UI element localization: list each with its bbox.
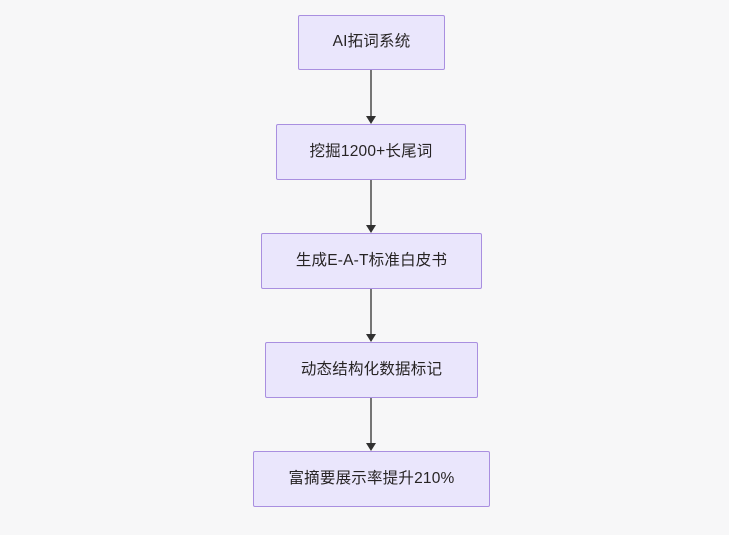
flow-node-label: 挖掘1200+长尾词 <box>309 142 433 160</box>
flow-edge-line <box>370 289 372 335</box>
flow-node-ai-expansion-system[interactable]: AI拓词系统 <box>298 15 445 70</box>
flow-node-generate-eat-whitepaper[interactable]: 生成E-A-T标准白皮书 <box>261 233 482 289</box>
flow-node-mine-longtail-keywords[interactable]: 挖掘1200+长尾词 <box>276 124 466 180</box>
flow-node-rich-snippet-impression-uplift[interactable]: 富摘要展示率提升210% <box>253 451 490 507</box>
flow-node-label: AI拓词系统 <box>332 33 411 51</box>
arrow-head-icon <box>366 116 376 124</box>
arrow-head-icon <box>366 225 376 233</box>
flow-edge-line <box>370 398 372 444</box>
flow-edge-line <box>370 70 372 117</box>
flow-node-label: 富摘要展示率提升210% <box>288 469 455 487</box>
flow-node-label: 动态结构化数据标记 <box>300 360 443 378</box>
flow-edge-line <box>370 180 372 226</box>
flow-node-dynamic-structured-data-markup[interactable]: 动态结构化数据标记 <box>265 342 478 398</box>
arrow-head-icon <box>366 334 376 342</box>
flow-node-label: 生成E-A-T标准白皮书 <box>295 251 448 269</box>
arrow-head-icon <box>366 443 376 451</box>
